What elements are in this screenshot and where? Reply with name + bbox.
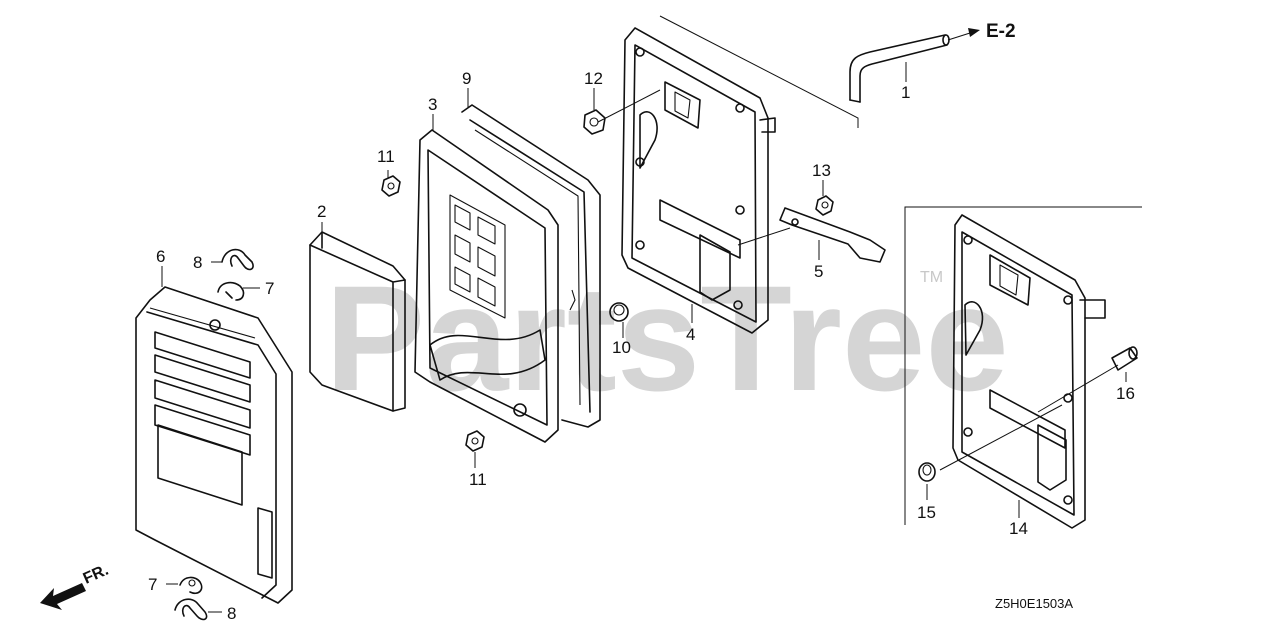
part-3-case[interactable]: [414, 129, 559, 443]
callout-11-bottom: 11: [469, 470, 487, 489]
watermark-trademark: TM: [920, 269, 943, 286]
callout-15: 15: [917, 503, 936, 522]
callout-14: 14: [1009, 519, 1028, 538]
callout-4: 4: [686, 325, 695, 344]
part-1-tube[interactable]: [849, 34, 950, 103]
callout-labels: 1 2 3 4 5 6 7 7 8 8 9 10 11 11 12 13 14 …: [148, 69, 1135, 623]
callout-7-bottom: 7: [148, 575, 157, 594]
part-9-gasket[interactable]: [461, 104, 601, 428]
callout-8-top: 8: [193, 253, 202, 272]
callout-8-bottom: 8: [227, 604, 236, 623]
callout-10: 10: [612, 338, 631, 357]
front-indicator: FR.: [40, 562, 111, 610]
callout-1: 1: [901, 83, 910, 102]
reference-e2[interactable]: E-2: [947, 21, 1016, 42]
part-12-nut[interactable]: [583, 109, 606, 135]
callout-5: 5: [814, 262, 823, 281]
drawing-code: Z5H0E1503A: [995, 596, 1073, 611]
part-13-nut[interactable]: [815, 195, 834, 216]
part-14-base-plate[interactable]: [952, 214, 1106, 529]
callout-7-top: 7: [265, 279, 274, 298]
callout-6: 6: [156, 247, 165, 266]
callout-leaders: [161, 62, 1127, 613]
reference-lines: [597, 15, 1119, 471]
part-15-grommet[interactable]: [918, 462, 936, 482]
callout-13: 13: [812, 161, 831, 180]
part-2-filter-element[interactable]: [309, 231, 406, 412]
part-8-clip-top[interactable]: [221, 248, 254, 271]
reference-e2-label: E-2: [986, 21, 1016, 42]
part-11-nut-bottom[interactable]: [465, 430, 485, 452]
inset-frame: [904, 206, 1142, 525]
part-7-clip-bottom[interactable]: [179, 576, 203, 595]
part-4-base-plate[interactable]: [621, 27, 776, 334]
callout-2: 2: [317, 202, 326, 221]
watermark-text: PartsTree: [325, 254, 1009, 422]
callout-12: 12: [584, 69, 603, 88]
part-6-cover[interactable]: [135, 286, 293, 604]
callout-11-top: 11: [377, 147, 395, 166]
part-8-clip-bottom[interactable]: [174, 598, 208, 621]
part-5-bracket[interactable]: [779, 207, 886, 263]
front-indicator-label: FR.: [81, 562, 111, 588]
callout-3: 3: [428, 95, 437, 114]
part-10-grommet[interactable]: [609, 302, 629, 322]
part-7-clip-top[interactable]: [217, 281, 245, 301]
part-11-nut-top[interactable]: [381, 175, 401, 197]
callout-16: 16: [1116, 384, 1135, 403]
callout-9: 9: [462, 69, 471, 88]
